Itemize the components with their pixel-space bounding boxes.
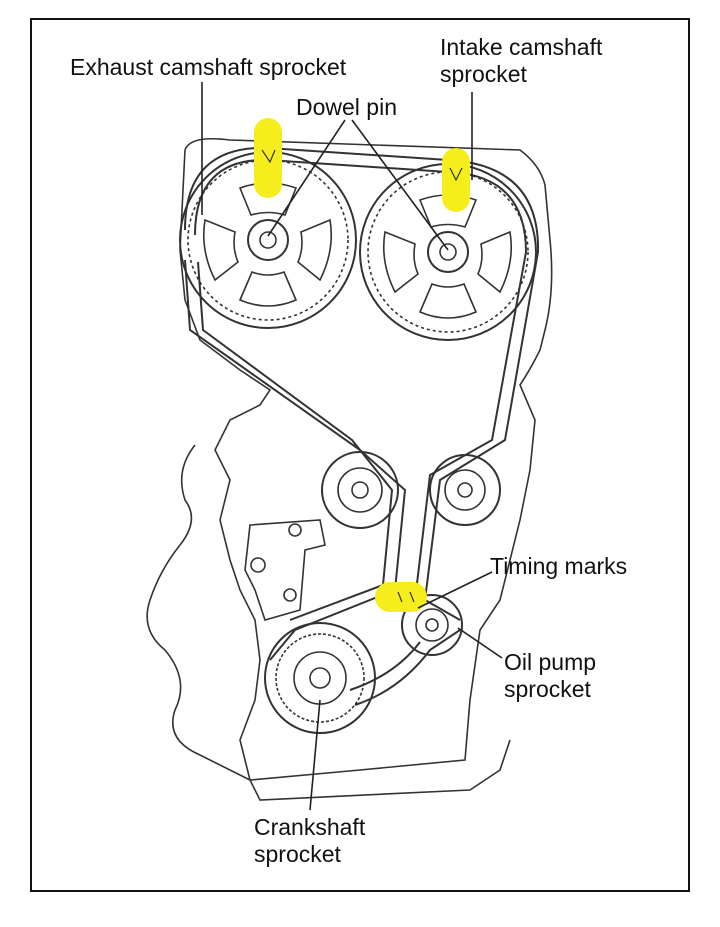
label-timing-marks: Timing marks — [490, 553, 628, 579]
leader-dowel-right — [351, 119, 449, 251]
diagram-frame — [30, 18, 690, 892]
label-crankshaft-sprocket: Crankshaft sprocket — [254, 814, 366, 867]
idler-right — [429, 454, 501, 526]
leader-crankshaft — [309, 699, 321, 811]
idler-left — [321, 451, 399, 529]
leader-dowel-left — [267, 119, 346, 237]
oil-pump-sprocket — [401, 594, 463, 656]
intake-cam-sprocket — [359, 163, 537, 341]
leader-timing — [417, 571, 493, 609]
label-dowel-pin: Dowel pin — [296, 94, 397, 120]
label-exhaust-camshaft-sprocket: Exhaust camshaft sprocket — [70, 54, 347, 80]
label-intake-camshaft-sprocket: Intake camshaft sprocket — [440, 34, 603, 87]
engine-lower-contour — [249, 739, 511, 801]
crankshaft-sprocket — [264, 622, 376, 734]
highlight-oil-pump-mark — [375, 582, 427, 612]
engine-outline — [179, 137, 553, 781]
label-oil-pump-sprocket: Oil pump sprocket — [504, 649, 597, 702]
leader-oil-pump — [457, 627, 503, 659]
tensioner-bracket — [244, 519, 326, 621]
engine-side-contour — [146, 444, 251, 781]
